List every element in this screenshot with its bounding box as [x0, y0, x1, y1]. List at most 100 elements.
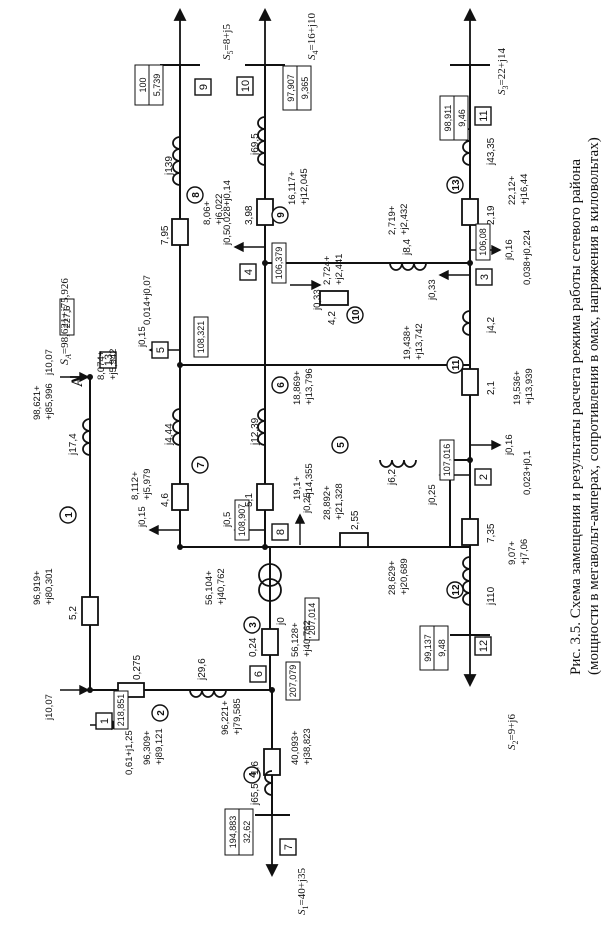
- coil-b4: [264, 770, 273, 796]
- flow-b10-end-1: 2,719+: [387, 205, 398, 235]
- x-b8: j139: [164, 156, 175, 176]
- transformer: [258, 563, 282, 602]
- coil-b11: [462, 310, 471, 336]
- shunt-4a: j0,5: [222, 230, 233, 246]
- coil-b7: [172, 408, 181, 446]
- r-b2: 0,275: [132, 655, 143, 680]
- flow-b4-2: +j38,823: [302, 728, 313, 765]
- flow-b5-start-1: 28,892+: [322, 485, 333, 520]
- branch-11: 11: [451, 359, 462, 370]
- flow-b2-start-2: +j89,121: [154, 728, 165, 765]
- x-b12: j110: [486, 586, 497, 606]
- coil-b12: [462, 556, 471, 606]
- source-node-label: A: [69, 375, 86, 387]
- resistor-b6: [256, 483, 274, 511]
- bus-label-8: 8: [275, 529, 287, 535]
- coil-b2: [189, 689, 227, 698]
- node-dots: [87, 260, 473, 693]
- branch-8: 8: [191, 192, 202, 198]
- shunt-2b: j0,16: [504, 434, 515, 456]
- shunt-8a: j0,15: [137, 506, 148, 528]
- flow-b12-2: +j7,06: [519, 539, 530, 565]
- resistor-b10: [319, 290, 349, 306]
- r-b9: 3,98: [244, 205, 255, 225]
- r-b13: 2,19: [486, 205, 497, 225]
- bus-label-13: 13: [103, 354, 115, 366]
- voltage-4: 106,379: [274, 247, 284, 280]
- x-b4: j65,5: [250, 783, 261, 806]
- branch-7: 7: [196, 462, 207, 468]
- voltage-2: 107,016: [442, 444, 452, 477]
- coil-b5: [379, 459, 417, 468]
- flow-b7-start-2: +j5,979: [142, 469, 153, 500]
- flow-b5-end-1: 28,629+: [387, 560, 398, 595]
- voltage-9-low: 5,739: [152, 74, 162, 97]
- flow-b8-2: +j6,022: [214, 194, 225, 225]
- resistor-b3: [261, 628, 279, 656]
- resistor-b8: [171, 218, 189, 246]
- bus-label-3: 3: [479, 274, 491, 280]
- flow-b11-end-2: +j13,742: [414, 323, 425, 360]
- coil-b9: [257, 116, 266, 166]
- branch-circles: 1 2 3 4 5 6 7 8 9 10 11 12 13: [59, 176, 464, 784]
- r-b6: 5,1: [244, 493, 255, 507]
- resistor-b12: [461, 518, 479, 546]
- shunt-13: j10,07: [44, 349, 55, 376]
- flow-b1-start-1: 98,621+: [32, 385, 43, 420]
- r-b3: 0,24: [248, 637, 259, 657]
- x-b6: j12,39: [250, 417, 261, 446]
- x-b9: j69,5: [250, 133, 261, 156]
- shunt-labels: j10,07 j10,07 0,61+j1,25 j0,15 j0,5 j0,2…: [44, 180, 533, 775]
- branch-2: 2: [156, 710, 167, 716]
- flow-b13-2: +j16,44: [519, 174, 530, 205]
- flow-b6-start-1: 19,1+: [292, 476, 303, 500]
- branch-10: 10: [351, 309, 362, 321]
- flow-b11-start-2: +j13,939: [524, 368, 535, 405]
- voltage-9: 100: [138, 77, 148, 92]
- coil-b6: [257, 408, 266, 446]
- load-4: 0,028+j0,14: [222, 180, 233, 230]
- flow-b6-end-1: 18,869+: [292, 370, 303, 405]
- flow-b4-1: 40,093+: [290, 730, 301, 765]
- r-b12: 7,35: [486, 523, 497, 543]
- flow-b3t-2: +j40,762: [216, 568, 227, 605]
- branch-13: 13: [451, 179, 462, 191]
- resistor-b4: [263, 748, 281, 776]
- flow-b5-end-2: +j20,689: [399, 558, 410, 595]
- source-and-loads: A SA=98,621+j75,926 S5=8+j5 S4=16+j10 S3…: [57, 13, 520, 915]
- flow-b3-2: +j40,762: [302, 620, 313, 657]
- voltage-8: 108,907: [237, 504, 247, 537]
- flow-b10-start-1: 2,724+: [322, 255, 333, 285]
- load-s4: S4=16+j10: [306, 13, 320, 60]
- flow-b9-1: 16,117+: [287, 171, 298, 205]
- bus-label-1: 1: [99, 718, 111, 724]
- r-b1: 5,2: [68, 606, 79, 620]
- impedance-labels: 5,2 j17,4 0,275 j29,6 0,24 j0 1,6 j65,5 …: [68, 133, 497, 806]
- branch-12: 12: [451, 584, 462, 596]
- flow-b5-start-2: +j21,328: [334, 483, 345, 520]
- x-b3: j0: [276, 617, 287, 626]
- flow-b1-end-1: 96,919+: [32, 570, 43, 605]
- flow-b2-end-1: 96,221+: [220, 700, 231, 735]
- flow-b9-2: +j12,045: [299, 168, 310, 205]
- bus-label-5: 5: [155, 347, 167, 353]
- coil-b1: [82, 418, 91, 456]
- flow-b10-end-2: +j2,432: [399, 204, 410, 235]
- shunt-8c: j0,25: [302, 492, 313, 514]
- r-b10: 4,2: [327, 311, 338, 325]
- resistor-b9: [256, 198, 274, 226]
- load-s2: S2=9+j6: [506, 714, 520, 750]
- shunt-2a: j0,25: [427, 484, 438, 506]
- branch-1: 1: [64, 512, 75, 518]
- bus-label-6: 6: [253, 671, 265, 677]
- shunt-4b: j0,33: [312, 289, 323, 311]
- load-s1: S1=40+j35: [296, 868, 310, 915]
- scheme-group: 13 1 6 7 8 5 4 2 3 9 10 11: [32, 7, 602, 915]
- load-5: 0,014+j0,07: [142, 275, 153, 325]
- shunt-8b: j0,5: [222, 512, 233, 528]
- x-b13: j43,35: [486, 137, 497, 166]
- voltage-11: 98,911: [443, 105, 453, 132]
- load-2: 0,023+j0,1: [522, 450, 533, 495]
